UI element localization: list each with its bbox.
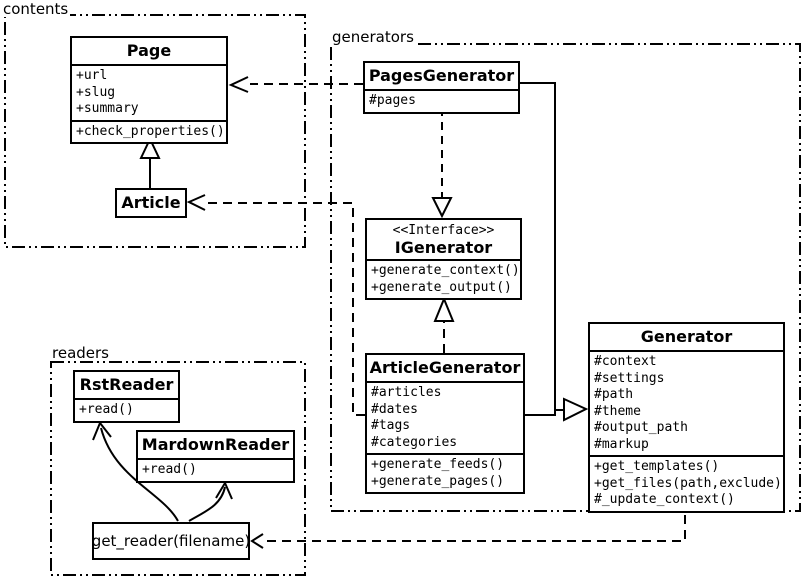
class-mardownreader: MardownReader +read() [136, 430, 295, 483]
generalization-articlegenerator-to-generator [525, 397, 589, 422]
method: +generate_pages() [371, 473, 505, 489]
method: +generate_context() [371, 263, 520, 278]
attribute: #categories [371, 434, 458, 450]
realization-articlegenerator-to-igenerator [433, 296, 455, 353]
dependency-generator-to-getreader [250, 500, 686, 549]
attribute: #theme [594, 403, 641, 419]
method: +get_templates() [594, 459, 720, 474]
class-pagesgenerator-attributes: #pages [365, 89, 518, 112]
package-frame-generators [330, 43, 801, 512]
class-rstreader-title: RstReader [79, 375, 174, 394]
attribute: #context [594, 354, 657, 369]
dependency-pagesgenerator-to-page [228, 76, 363, 93]
class-igenerator: <<Interface>> IGenerator +generate_conte… [365, 218, 522, 300]
class-generator-methods: +get_templates() +get_files(path,exclude… [590, 455, 783, 511]
attribute: #articles [371, 385, 442, 400]
class-articlegenerator-methods: +generate_feeds() +generate_pages() [367, 453, 523, 492]
call-arrow-getreader-to-mardownreader [188, 480, 233, 522]
class-mardownreader-title: MardownReader [141, 435, 290, 454]
method: +check_properties() [76, 123, 225, 139]
attribute: #path [594, 387, 634, 402]
package-label-generators: generators [330, 28, 416, 46]
class-igenerator-methods: +generate_context() +generate_output() [367, 259, 520, 298]
class-articlegenerator-attributes: #articles #dates #tags #categories [367, 381, 523, 453]
method: #_update_context() [594, 492, 735, 507]
class-page-title: Page [126, 41, 172, 60]
class-rstreader: RstReader +read() [73, 370, 180, 423]
attribute: #pages [369, 93, 416, 108]
package-frame-readers [50, 361, 306, 576]
class-page: Page +url +slug +summary +check_properti… [70, 36, 228, 144]
method: +generate_feeds() [371, 457, 505, 472]
attribute: #settings [594, 370, 665, 386]
class-page-attributes: +url +slug +summary [72, 64, 226, 120]
attribute: #output_path [594, 420, 688, 435]
attribute: #tags [371, 418, 411, 433]
class-pagesgenerator-title: PagesGenerator [368, 66, 515, 85]
attribute: +summary [76, 101, 139, 116]
class-articlegenerator: ArticleGenerator #articles #dates #tags … [365, 353, 525, 494]
class-igenerator-title: IGenerator [394, 238, 493, 257]
class-page-methods: +check_properties() [72, 119, 226, 143]
class-mardownreader-methods: +read() [138, 458, 293, 481]
attribute: +slug [76, 84, 116, 100]
method: +generate_output() [371, 279, 512, 295]
class-article: Article [115, 188, 187, 218]
class-generator-title: Generator [640, 327, 733, 346]
function-box-get-reader: get_reader(filename) [92, 522, 250, 560]
attribute: #markup [594, 436, 649, 452]
generalization-article-to-page [139, 136, 161, 188]
generalization-pagesgenerator-to-generator [520, 82, 563, 411]
realization-pagesgenerator-to-igenerator [431, 108, 453, 219]
class-igenerator-stereotype: <<Interface>> [392, 223, 495, 238]
method: +read() [142, 462, 197, 477]
class-generator-attributes: #context #settings #path #theme #output_… [590, 350, 783, 455]
package-label-readers: readers [50, 344, 111, 362]
class-pagesgenerator: PagesGenerator #pages [363, 61, 520, 114]
method: +get_files(path,exclude) [594, 475, 782, 491]
attribute: +url [76, 68, 108, 83]
package-label-contents: contents [1, 0, 71, 18]
class-generator: Generator #context #settings #path #them… [588, 322, 785, 513]
class-articlegenerator-title: ArticleGenerator [369, 358, 521, 377]
function-box-label: get_reader(filename) [91, 532, 251, 550]
class-rstreader-methods: +read() [75, 398, 178, 421]
dependency-articlegenerator-to-article [186, 194, 365, 416]
attribute: #dates [371, 401, 418, 417]
package-frame-contents [4, 14, 306, 248]
method: +read() [79, 402, 134, 417]
class-article-title: Article [121, 193, 181, 212]
